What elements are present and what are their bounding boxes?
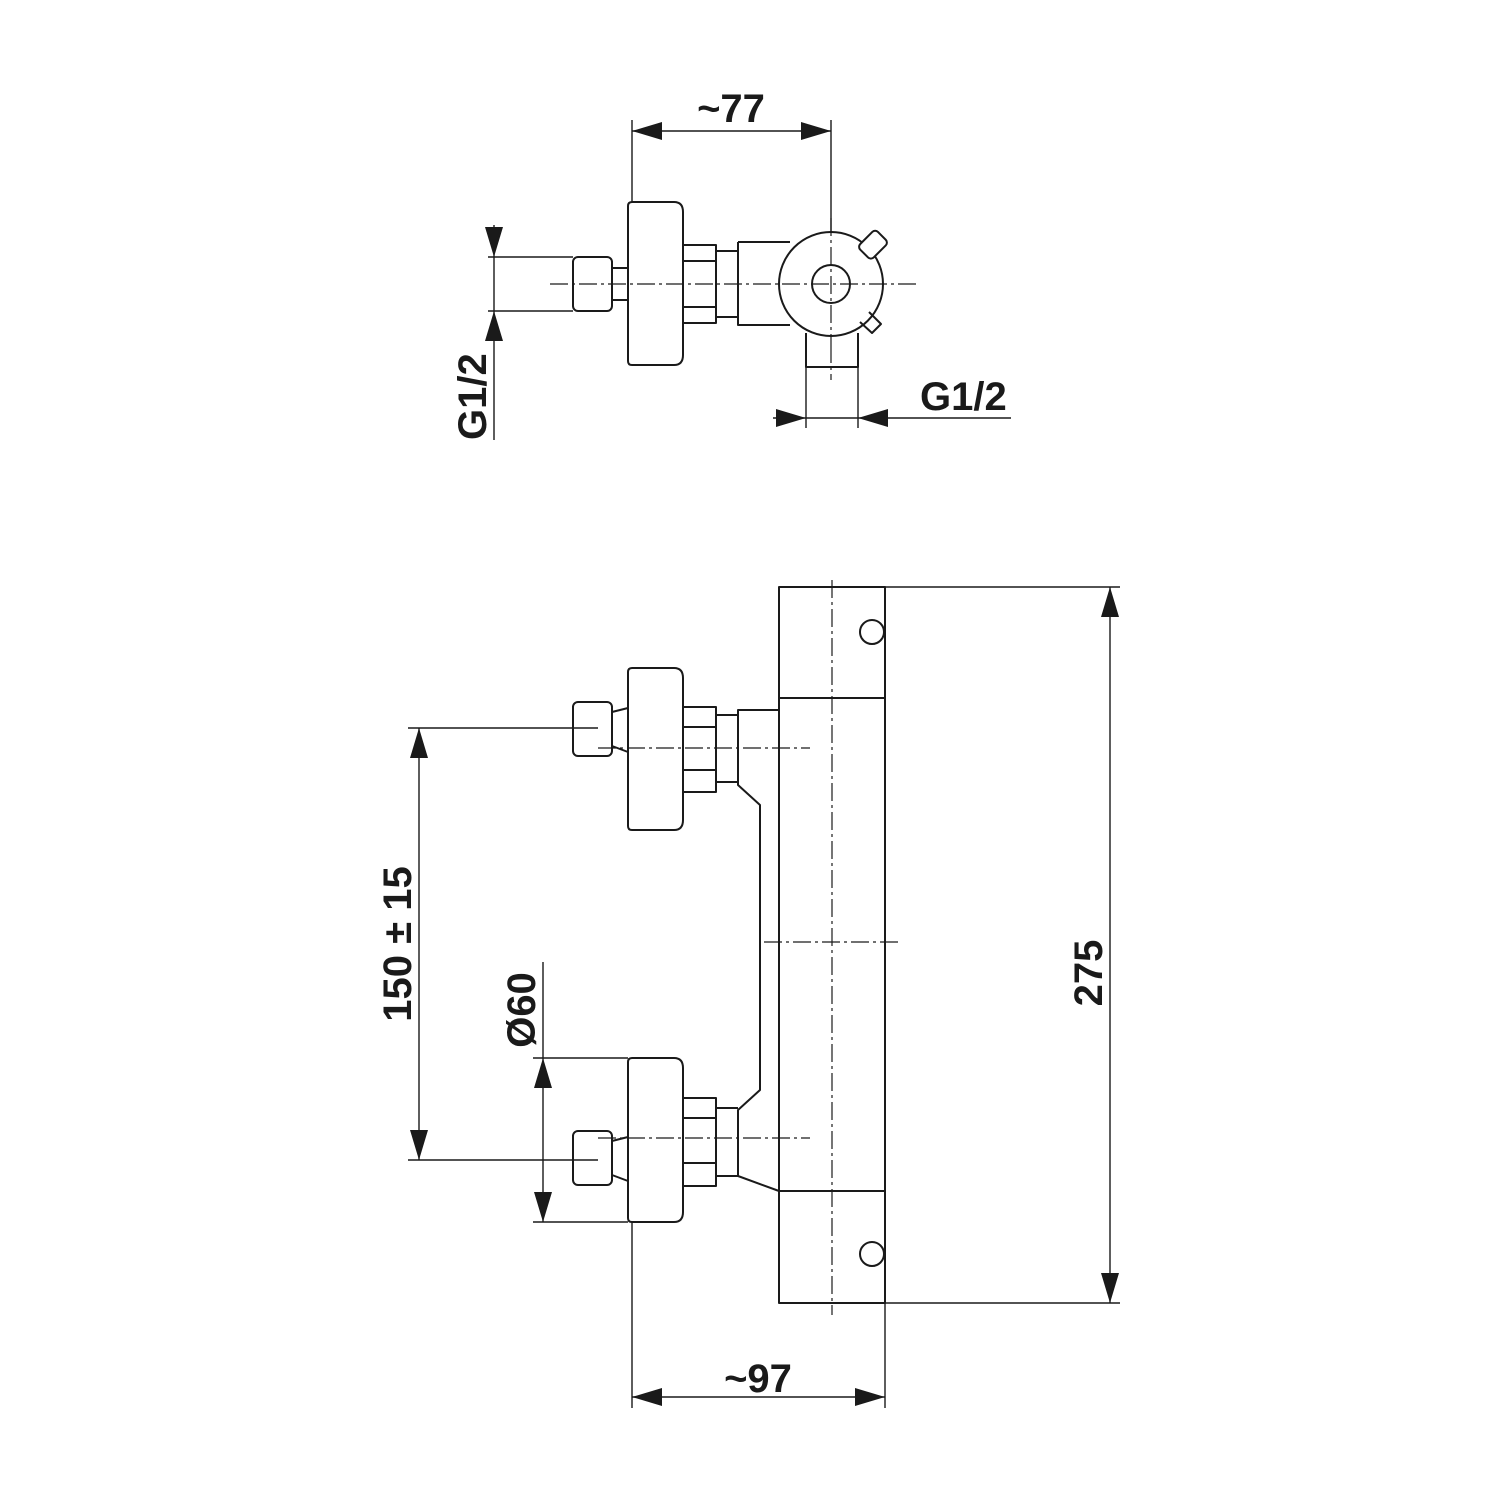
top-view-outlet xyxy=(805,333,859,368)
dim-top-width: ~77 xyxy=(631,87,832,232)
front-view xyxy=(572,580,900,1315)
top-view-knob-tab-upper xyxy=(858,229,888,260)
dim-front-centers: 150 ± 15 xyxy=(376,727,598,1161)
dim-label-front-centers: 150 ± 15 xyxy=(376,866,420,1021)
front-view-upper-escutcheon xyxy=(627,667,684,831)
front-view-top-knob-stop xyxy=(859,619,885,645)
dim-top-bottom-thread: G1/2 xyxy=(773,367,1011,428)
front-view-connecting-arm xyxy=(737,697,780,1192)
dim-front-width: ~97 xyxy=(631,1222,886,1408)
front-view-lower-escutcheon xyxy=(627,1057,684,1223)
dim-front-height: 275 xyxy=(885,586,1120,1304)
dim-label-top-width: ~77 xyxy=(697,87,765,131)
dim-label-top-left-thread: G1/2 xyxy=(451,353,495,440)
front-view-lower-connector xyxy=(572,1130,613,1186)
dim-top-left-thread: G1/2 xyxy=(451,225,573,440)
dim-label-front-diameter: Ø60 xyxy=(500,972,544,1048)
dim-label-front-width: ~97 xyxy=(724,1357,792,1401)
top-view-arm xyxy=(737,241,790,326)
dim-label-top-bottom-thread: G1/2 xyxy=(920,375,1007,419)
top-view-escutcheon xyxy=(627,201,684,366)
front-view-upper-connector xyxy=(572,701,613,757)
top-view xyxy=(550,201,916,380)
dim-front-diameter: Ø60 xyxy=(500,962,628,1223)
front-view-lower-nut xyxy=(682,1097,717,1187)
top-view-knob-tab-lower xyxy=(859,311,882,334)
front-view-upper-nut xyxy=(682,706,717,793)
front-view-bottom-knob-stop xyxy=(859,1241,885,1267)
dim-label-front-height: 275 xyxy=(1067,940,1111,1007)
